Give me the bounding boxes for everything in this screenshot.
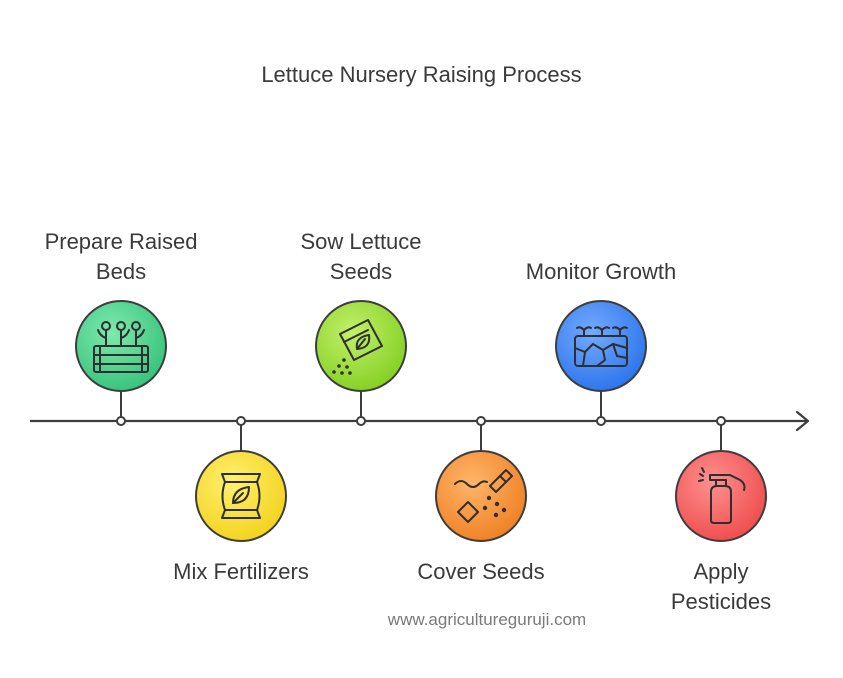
timeline-arrowhead bbox=[795, 410, 810, 432]
raised-bed-icon bbox=[75, 300, 167, 392]
step-label-mix-fertilizers: Mix Fertilizers bbox=[173, 559, 309, 584]
axis-dot-2 bbox=[236, 416, 246, 426]
soil-cover-icon bbox=[435, 450, 527, 542]
step-label-sow-lettuce-seeds: Sow Lettuce Seeds bbox=[300, 229, 422, 284]
step-label-apply-pesticides: Apply Pesticides bbox=[670, 559, 772, 614]
step-label-cover-seeds: Cover Seeds bbox=[417, 559, 545, 584]
website-watermark: www.agricultureguruji.com bbox=[387, 610, 587, 629]
axis-dot-5 bbox=[596, 416, 606, 426]
step-label-prepare-raised-beds: Prepare Raised Beds bbox=[44, 229, 198, 284]
seed-packet-icon bbox=[315, 300, 407, 392]
diagram-title: Lettuce Nursery Raising Process bbox=[261, 62, 582, 87]
axis-dot-6 bbox=[716, 416, 726, 426]
axis-dot-4 bbox=[476, 416, 486, 426]
spray-bottle-icon bbox=[675, 450, 767, 542]
axis-dot-3 bbox=[356, 416, 366, 426]
fertilizer-bag-icon bbox=[195, 450, 287, 542]
axis-dot-1 bbox=[116, 416, 126, 426]
cracked-soil-icon bbox=[555, 300, 647, 392]
step-label-monitor-growth: Monitor Growth bbox=[525, 259, 677, 284]
